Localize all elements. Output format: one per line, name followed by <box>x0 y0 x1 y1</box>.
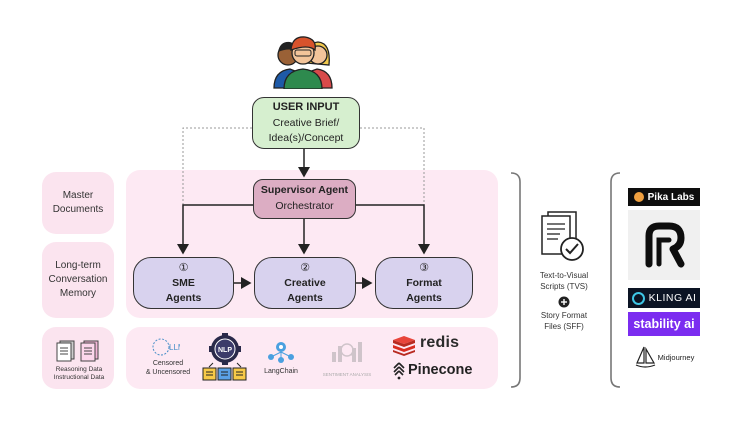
master-line1: Master <box>62 190 94 201</box>
llm-label: Censored & Uncensored <box>138 360 198 378</box>
redis-wordmark: redis <box>420 334 460 351</box>
master-documents-box: Master Documents <box>42 172 114 234</box>
runway-logo <box>628 210 700 280</box>
kling-emblem-icon <box>631 291 645 305</box>
plus-icon <box>558 296 570 308</box>
sme-agent-line1: SME <box>172 277 195 289</box>
format-agent-number: ③ <box>419 261 429 274</box>
format-agent-line1: Format <box>406 277 442 289</box>
stability-ai-logo: stability ai <box>628 312 700 336</box>
document-stack-icon <box>56 340 75 362</box>
nlp-icon: NLP <box>202 333 247 381</box>
runway-r-icon <box>645 222 685 268</box>
data-line1: Reasoning Data <box>55 366 103 373</box>
scripts-document-icon <box>541 211 584 261</box>
midjourney-sail-icon <box>635 346 655 368</box>
data-box-caption: Reasoning Data Instructional Data <box>44 366 114 383</box>
pika-emblem-icon <box>633 192 644 202</box>
creative-agent-line1: Creative <box>284 277 326 289</box>
output-line4: Files (SFF) <box>544 321 584 331</box>
stability-ai-text: stability ai <box>633 317 695 331</box>
memory-line3: Memory <box>59 288 97 299</box>
memory-line2: Conversation <box>48 274 108 285</box>
user-input-line1: Creative Brief/ <box>272 116 340 129</box>
langchain-label: LangChain <box>264 368 298 375</box>
sme-agent-line2: Agents <box>165 291 202 304</box>
pinecone-wordmark: Pinecone <box>408 362 473 378</box>
sentiment-analysis-icon <box>332 342 362 362</box>
memory-box: Long-term Conversation Memory <box>42 242 114 318</box>
output-line1: Text-to-Visual <box>539 271 589 280</box>
pika-labs-text: Pika Labs <box>647 191 695 203</box>
pinecone-icon <box>393 362 405 380</box>
sentiment-analysis-label: SENTIMENT ANALYSIS <box>322 372 372 377</box>
output-line2: Scripts (TVS) <box>540 281 588 291</box>
users-icon <box>273 36 333 89</box>
data-box <box>42 327 114 389</box>
master-line2: Documents <box>52 204 104 215</box>
supervisor-subtitle: Orchestrator <box>275 200 334 212</box>
sme-agents-node: ① SME Agents <box>133 257 234 309</box>
data-line2: Instructional Data <box>53 374 105 382</box>
memory-line1: Long-term <box>55 260 101 271</box>
instruction-doc-icon <box>80 340 99 362</box>
kling-ai-logo: KLING AI <box>628 288 700 308</box>
user-input-line2: Idea(s)/Concept <box>268 131 344 144</box>
user-input-title: USER INPUT <box>272 100 340 113</box>
llm-icon-text: LLM <box>169 343 180 352</box>
output-caption-2: Story Format Files (SFF) <box>522 311 606 333</box>
format-agents-node: ③ Format Agents <box>375 257 473 309</box>
creative-agent-line2: Agents <box>287 291 323 304</box>
llm-icon: LLM <box>152 338 180 356</box>
llm-line1: Censored <box>152 360 184 367</box>
output-line3: Story Format <box>540 311 588 320</box>
kling-ai-text: KLING AI <box>648 292 697 304</box>
supervisor-title: Supervisor Agent <box>260 184 349 197</box>
creative-agent-number: ② <box>300 261 310 274</box>
nlp-icon-text: NLP <box>218 347 232 354</box>
midjourney-logo: Midjourney <box>628 341 700 373</box>
output-caption: Text-to-Visual Scripts (TVS) <box>522 271 606 293</box>
midjourney-text: Midjourney <box>657 352 695 362</box>
sme-agent-number: ① <box>178 261 189 274</box>
format-agent-line2: Agents <box>406 291 442 304</box>
supervisor-agent-node: Supervisor Agent Orchestrator <box>253 179 356 219</box>
redis-icon <box>393 336 415 356</box>
tools-panel <box>126 327 498 389</box>
pika-labs-logo: Pika Labs <box>628 188 700 206</box>
creative-agents-node: ② Creative Agents <box>254 257 356 309</box>
langchain-icon <box>268 342 294 363</box>
user-input-node: USER INPUT Creative Brief/ Idea(s)/Conce… <box>252 97 360 149</box>
llm-line2: & Uncensored <box>145 368 191 376</box>
